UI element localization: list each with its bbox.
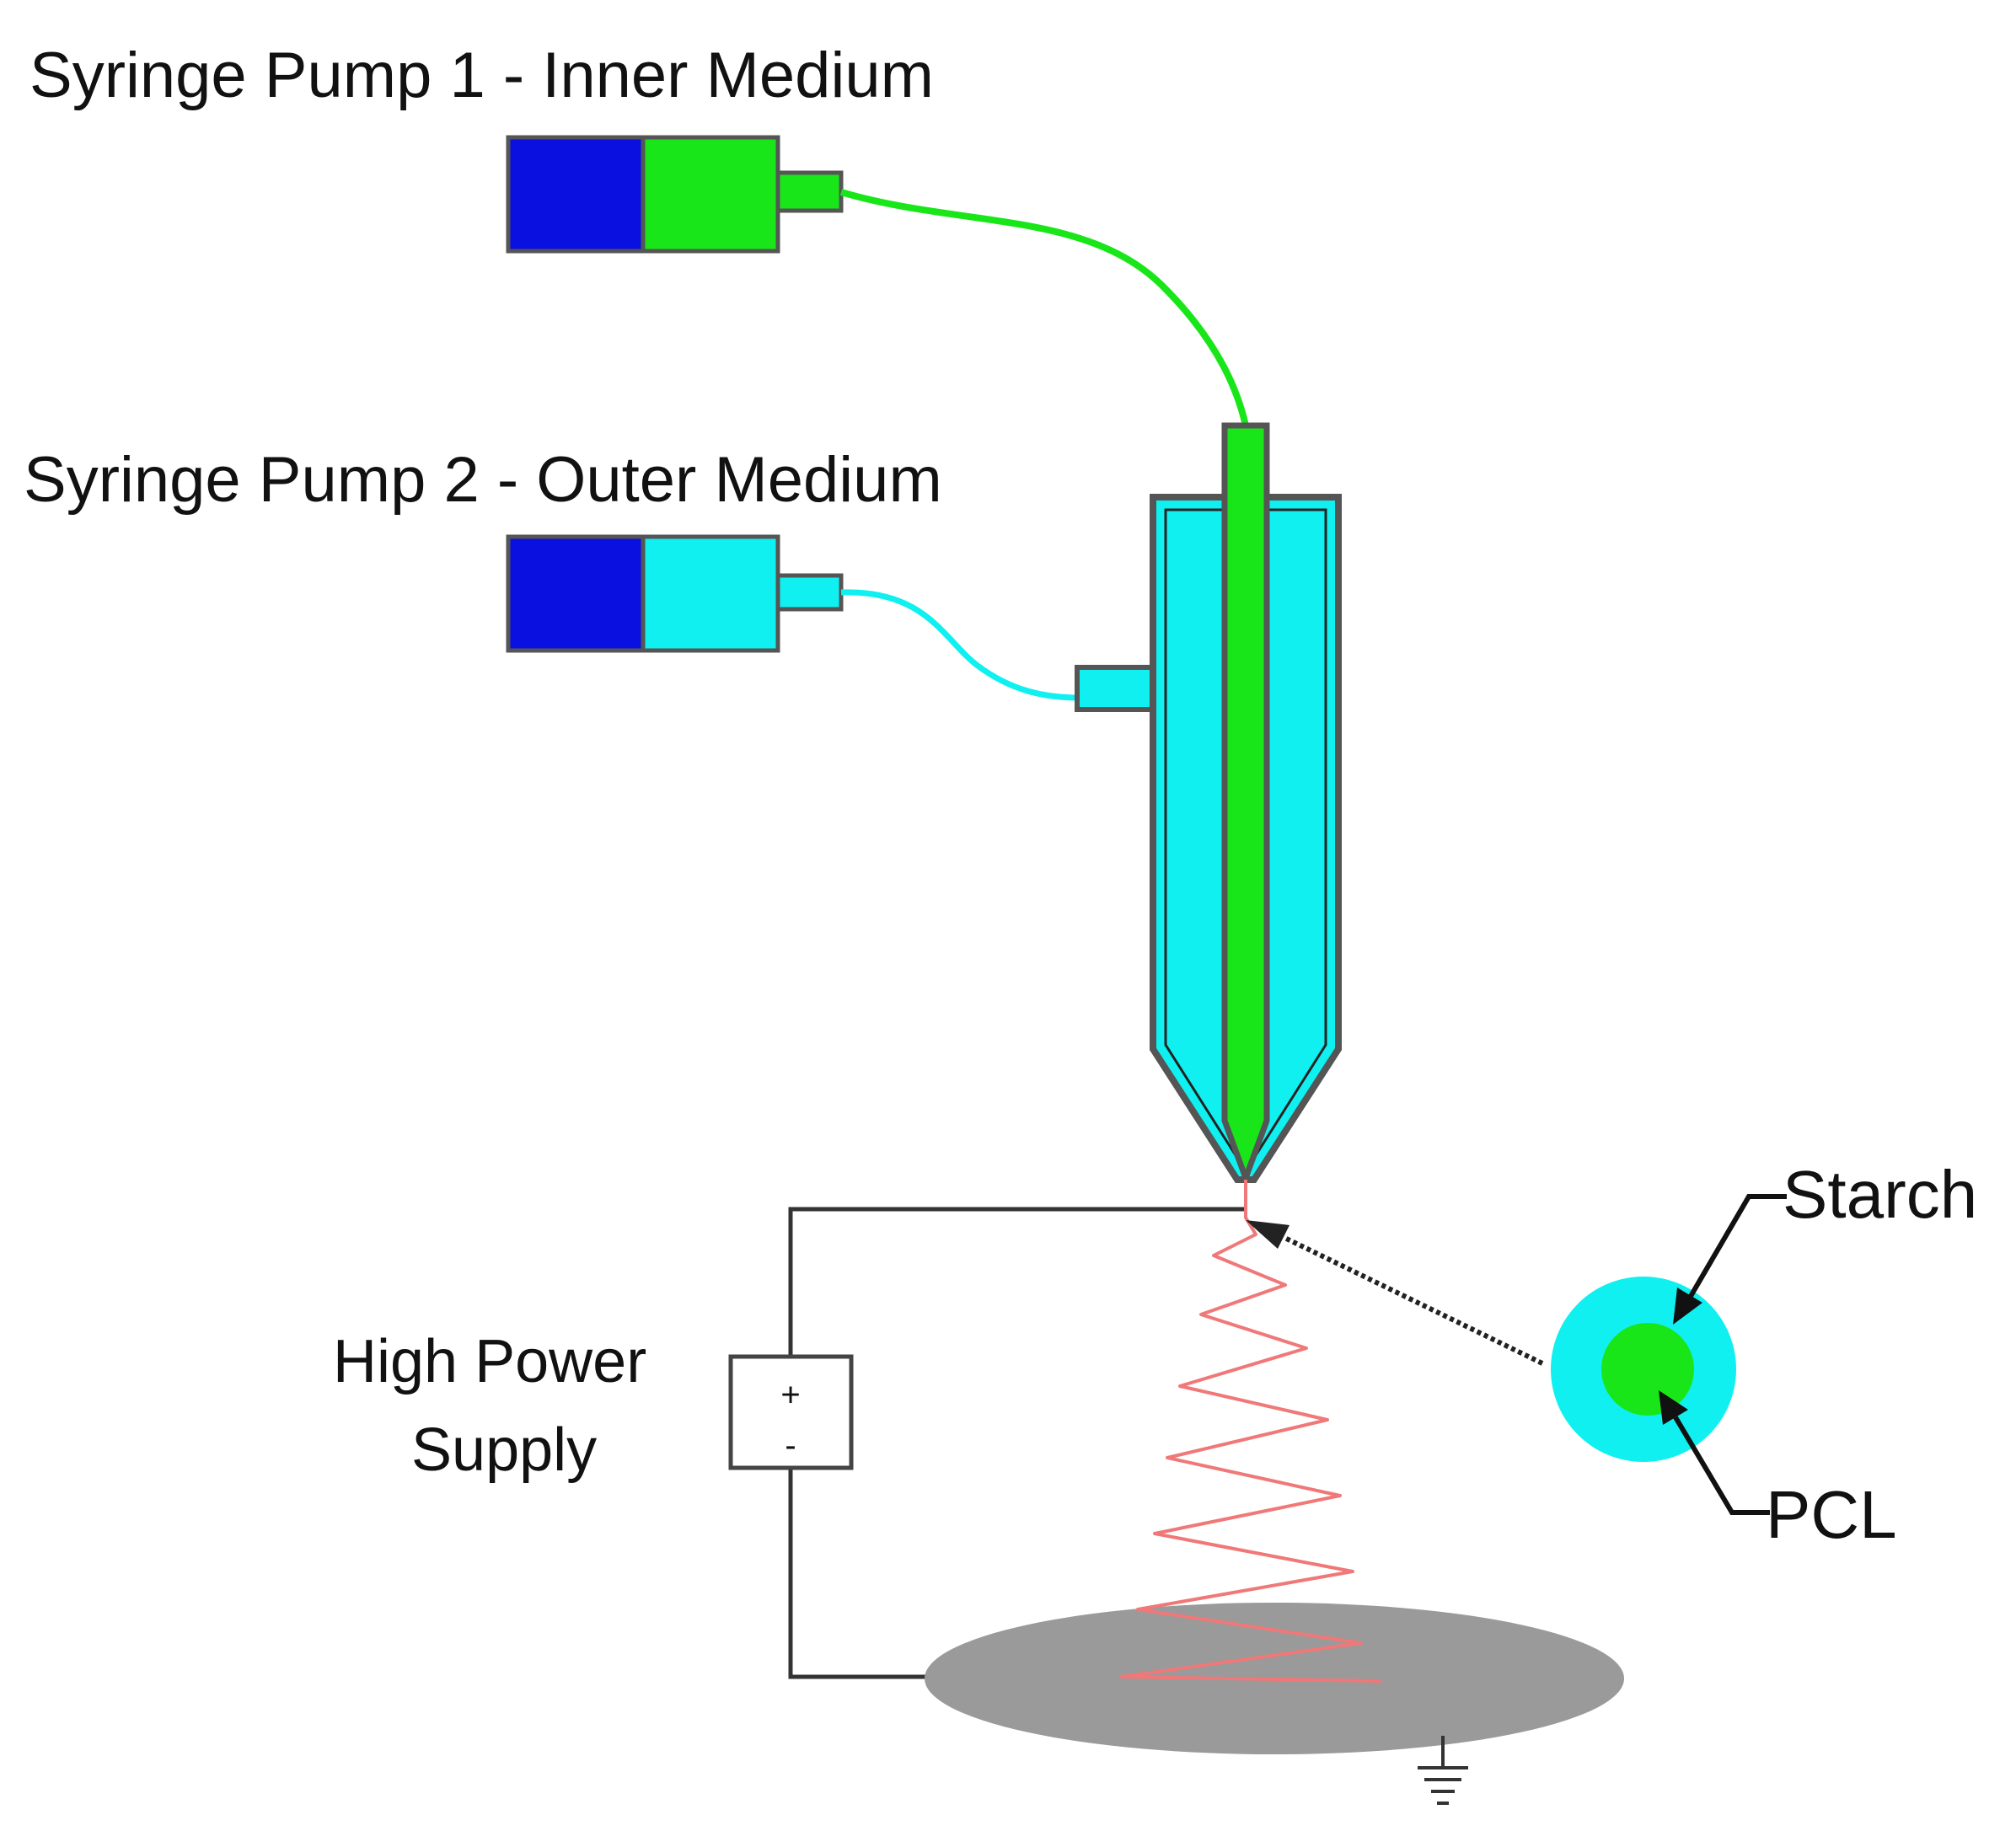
syringe-pump-1 [506, 135, 844, 254]
wire-bottom [788, 1468, 931, 1679]
ground-icon [1418, 1736, 1468, 1805]
electrospinning-jet [1119, 1180, 1383, 1683]
power-supply-label-line1: High Power [333, 1328, 646, 1395]
circuit-wires [788, 1207, 1246, 1679]
wire-top [788, 1207, 1246, 1357]
syringe-pump-2 [506, 534, 844, 653]
pcl-label: PCL [1766, 1477, 1897, 1552]
starch-pointer-arrowhead [1673, 1288, 1702, 1325]
pump-1-barrel [641, 135, 780, 254]
pump-1-nozzle-step [775, 170, 844, 213]
pump-1-plunger [506, 135, 646, 254]
inner-medium-tube [839, 189, 1249, 426]
pump-2-label: Syringe Pump 2 - Outer Medium [24, 444, 942, 516]
pcl-pointer-line [1673, 1416, 1770, 1515]
pump-2-barrel [641, 534, 780, 653]
starch-pointer-line [1687, 1194, 1787, 1299]
cross-section-pointer-line [1271, 1229, 1544, 1366]
spinneret-side-inlet [1075, 665, 1160, 712]
cross-section-inner-core [1601, 1323, 1694, 1416]
spinneret-inner-wall [1164, 508, 1327, 1174]
pump-2-plunger [506, 534, 646, 653]
power-supply-minus: - [785, 1427, 796, 1464]
cross-section-pointer-arrowhead [1246, 1220, 1289, 1249]
starch-label: Starch [1783, 1157, 1977, 1232]
pump-1-label: Syringe Pump 1 - Inner Medium [29, 40, 934, 111]
pcl-pointer-arrowhead [1659, 1390, 1688, 1425]
power-supply-box [728, 1354, 854, 1470]
power-supply-label-line2: Supply [411, 1416, 597, 1484]
coaxial-spinneret [1075, 422, 1342, 1187]
outer-medium-tube [840, 589, 1080, 701]
pump-2-nozzle-step [775, 573, 844, 612]
inner-needle [1221, 422, 1270, 1187]
fiber-cross-section [1551, 1277, 1736, 1462]
power-supply-plus: + [780, 1377, 800, 1414]
